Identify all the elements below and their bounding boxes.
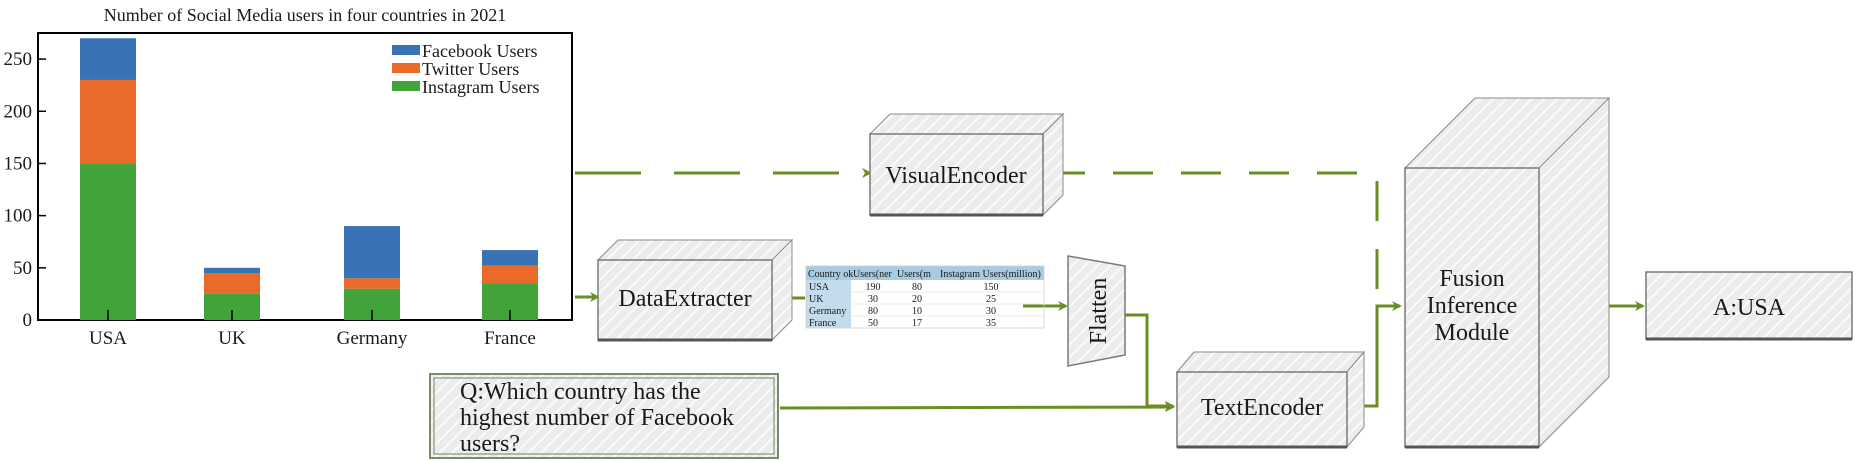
legend-label-facebook: Facebook Users — [422, 41, 537, 61]
table-cell: 50 — [868, 318, 878, 329]
bar-segment-twitter-users-uk — [204, 273, 260, 294]
y-tick-label: 100 — [4, 206, 33, 227]
bar-segment-facebook-users-usa — [80, 38, 136, 80]
table-cell: 35 — [986, 318, 996, 329]
fusion-module-block: Fusion Inference Module — [1403, 96, 1611, 449]
table-cell: UK — [809, 294, 824, 305]
x-tick-label: France — [484, 328, 536, 349]
legend-swatch-facebook — [392, 45, 420, 55]
answer-block: A:USA — [1645, 271, 1853, 341]
table-cell: 25 — [986, 294, 996, 305]
bars — [80, 38, 538, 320]
chart-title: Number of Social Media users in four cou… — [104, 5, 506, 25]
y-tick-label: 200 — [4, 101, 33, 122]
chart-legend: Facebook Users Twitter Users Instagram U… — [392, 41, 539, 97]
arrow-visual-encoder-to-fusion — [1045, 171, 1379, 306]
y-tick-label: 150 — [4, 153, 33, 174]
table-header-cell: Country ok — [808, 269, 853, 280]
data-extracter-label: DataExtracter — [618, 286, 751, 312]
question-line-1: Q:Which country has the — [460, 379, 701, 405]
chart-frame — [37, 32, 573, 321]
x-axis: USA UK Germany France — [89, 310, 536, 349]
question-line-3: users? — [460, 431, 520, 457]
table-cell: 20 — [912, 294, 922, 305]
x-tick-label: USA — [89, 328, 127, 349]
y-axis: 0 50 100 150 200 250 — [4, 49, 46, 331]
table-header-cell: Instagram Users(million) — [940, 269, 1041, 280]
x-tick-label: Germany — [337, 328, 408, 349]
bar-segment-twitter-users-germany — [344, 278, 400, 289]
legend-swatch-twitter — [392, 63, 420, 73]
legend-label-instagram: Instagram Users — [422, 77, 539, 97]
arrow-question-to-text-encoder — [779, 402, 1175, 413]
fusion-label-line-2: Inference — [1427, 293, 1518, 319]
question-line-2: highest number of Facebook — [460, 405, 734, 431]
data-extracter-block: DataExtracter — [596, 238, 794, 342]
table-cell: 10 — [912, 306, 922, 317]
stacked-bar-chart: Number of Social Media users in four cou… — [4, 5, 573, 349]
bar-segment-instagram-users-usa — [80, 163, 136, 320]
table-cell: 80 — [912, 282, 922, 293]
visual-encoder-block: VisualEncoder — [868, 112, 1065, 217]
flatten-block: Flatten — [1067, 255, 1126, 367]
bar-segment-facebook-users-france — [482, 250, 538, 266]
table-cell: 30 — [986, 306, 996, 317]
text-encoder-block: TextEncoder — [1175, 350, 1366, 449]
table-cell: 150 — [984, 282, 999, 293]
bar-segment-facebook-users-uk — [204, 267, 260, 274]
table-cell: France — [809, 318, 837, 329]
legend-label-twitter: Twitter Users — [422, 59, 519, 79]
table-cell: USA — [809, 282, 830, 293]
table-header-bg — [806, 266, 1044, 280]
question-block: Q:Which country has the highest number o… — [429, 373, 779, 459]
table-header-cell: Users(ner — [853, 269, 893, 280]
arrow-flatten-to-text-encoder — [1125, 313, 1175, 411]
legend-swatch-instagram — [392, 81, 420, 91]
fusion-label-line-1: Fusion — [1439, 266, 1504, 292]
table-cell: 30 — [868, 294, 878, 305]
flatten-label: Flatten — [1086, 278, 1112, 345]
x-tick-label: UK — [218, 328, 246, 349]
y-tick-label: 50 — [13, 258, 32, 279]
bar-segment-facebook-users-germany — [344, 226, 400, 279]
y-tick-label: 250 — [4, 49, 33, 70]
table-cell: 190 — [866, 282, 881, 293]
table-cell: Germany — [809, 306, 846, 317]
bar-segment-twitter-users-france — [482, 265, 538, 284]
y-tick-label: 0 — [23, 310, 33, 331]
visual-encoder-label: VisualEncoder — [885, 163, 1026, 189]
table-cell: 17 — [912, 318, 922, 329]
bar-segment-twitter-users-usa — [80, 79, 136, 164]
answer-label: A:USA — [1713, 295, 1786, 321]
fusion-label-line-3: Module — [1435, 320, 1510, 346]
text-encoder-label: TextEncoder — [1201, 395, 1323, 421]
table-header-cell: Users(m — [897, 269, 931, 280]
table-cell: 80 — [868, 306, 878, 317]
